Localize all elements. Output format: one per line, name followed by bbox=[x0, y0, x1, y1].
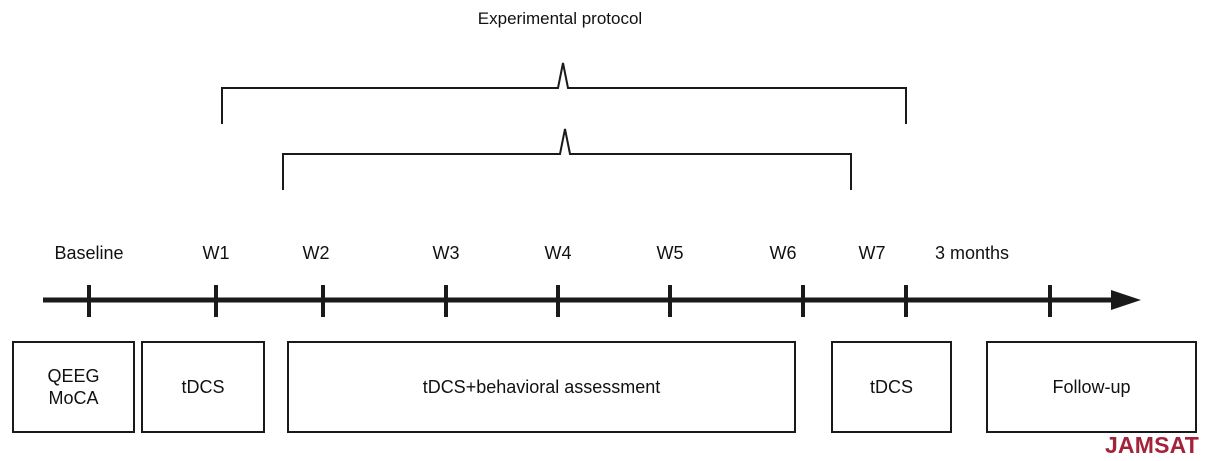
timeline-label-w5: W5 bbox=[656, 243, 684, 263]
timeline-label-w2: W2 bbox=[302, 243, 330, 263]
timeline-label-w6: W6 bbox=[769, 243, 797, 263]
timeline-arrowhead bbox=[1111, 290, 1141, 310]
timeline-label-w4: W4 bbox=[544, 243, 572, 263]
timeline-label-w7: W7 bbox=[858, 243, 886, 263]
box-qeeg-moca: QEEG MoCA bbox=[12, 341, 135, 433]
jamsat-logo: JAMSAT bbox=[1104, 432, 1199, 458]
diagram-title: Experimental protocol bbox=[477, 9, 643, 28]
outer-protocol-bracket bbox=[221, 62, 907, 124]
timeline-label-w3: W3 bbox=[432, 243, 460, 263]
inner-protocol-bracket bbox=[282, 128, 852, 190]
timeline-label-baseline: Baseline bbox=[54, 243, 124, 263]
timeline-label-3-months: 3 months bbox=[934, 243, 1010, 263]
timeline-label-w1: W1 bbox=[202, 243, 230, 263]
box-tdcs-behavioral-assessment: tDCS+behavioral assessment bbox=[287, 341, 796, 433]
box-follow-up: Follow-up bbox=[986, 341, 1197, 433]
box-tdcs-w1: tDCS bbox=[141, 341, 265, 433]
box-tdcs-w7: tDCS bbox=[831, 341, 952, 433]
